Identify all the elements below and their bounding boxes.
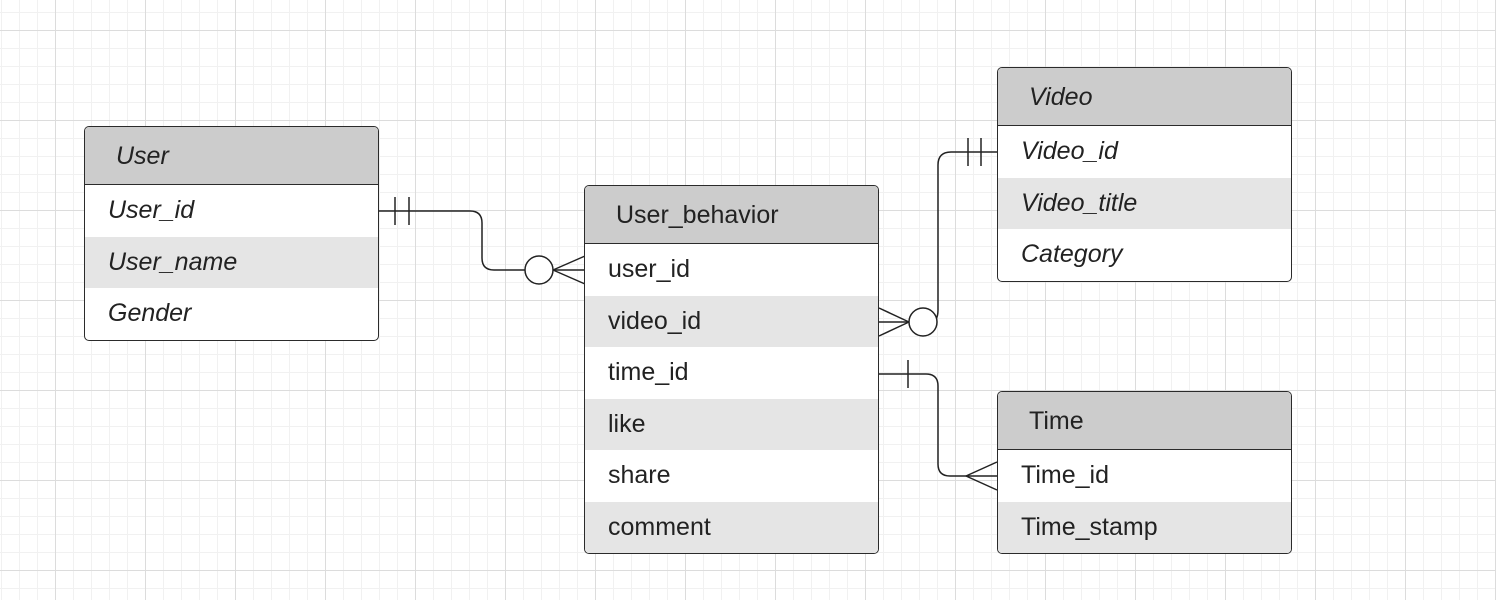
many-marker-user-behavior-video-id-top: [878, 307, 910, 323]
many-marker-time-id-top: [965, 461, 998, 477]
user-behavior-entity-field: user_id: [608, 255, 690, 283]
user-behavior-entity-title: User_behavior: [585, 186, 878, 244]
many-marker-time-id-bottom: [965, 475, 998, 491]
user-behavior-entity[interactable]: User_behavior user_id video_id time_id l…: [584, 185, 879, 554]
time-entity-field: Time_stamp: [998, 501, 1291, 553]
user-entity-field: User_id: [108, 196, 195, 224]
video-entity-field: Video_id: [1021, 137, 1118, 165]
zero-marker-user-behavior-user-id: [524, 255, 554, 285]
many-marker-user-behavior-video-id-bottom: [878, 321, 910, 337]
user-behavior-entity-field: time_id: [608, 358, 689, 386]
user-entity-field: User_name: [85, 236, 378, 288]
video-entity-field: Video_title: [998, 177, 1291, 229]
video-entity[interactable]: Video Video_id Video_title Category: [997, 67, 1292, 282]
user-behavior-entity-field: video_id: [585, 295, 878, 347]
connector-video-to-user-behavior[interactable]: [929, 151, 997, 323]
user-behavior-entity-field: comment: [585, 501, 878, 553]
time-entity[interactable]: Time Time_id Time_stamp: [997, 391, 1292, 554]
user-behavior-entity-field: like: [585, 398, 878, 450]
user-entity[interactable]: User User_id User_name Gender: [84, 126, 379, 341]
connector-user-behavior-to-time[interactable]: [879, 373, 997, 477]
user-entity-title: User: [85, 127, 378, 185]
video-entity-field: Category: [1021, 240, 1123, 268]
zero-marker-user-behavior-video-id: [908, 307, 938, 337]
user-entity-field: Gender: [108, 299, 192, 327]
time-entity-title: Time: [998, 392, 1291, 450]
many-marker-user-behavior-user-id-bottom: [552, 269, 586, 285]
many-marker-user-behavior-user-id-top: [552, 255, 586, 271]
connector-user-to-user-behavior[interactable]: [379, 210, 525, 271]
time-entity-field: Time_id: [1021, 461, 1109, 489]
video-entity-title: Video: [998, 68, 1291, 126]
user-behavior-entity-field: share: [608, 461, 671, 489]
